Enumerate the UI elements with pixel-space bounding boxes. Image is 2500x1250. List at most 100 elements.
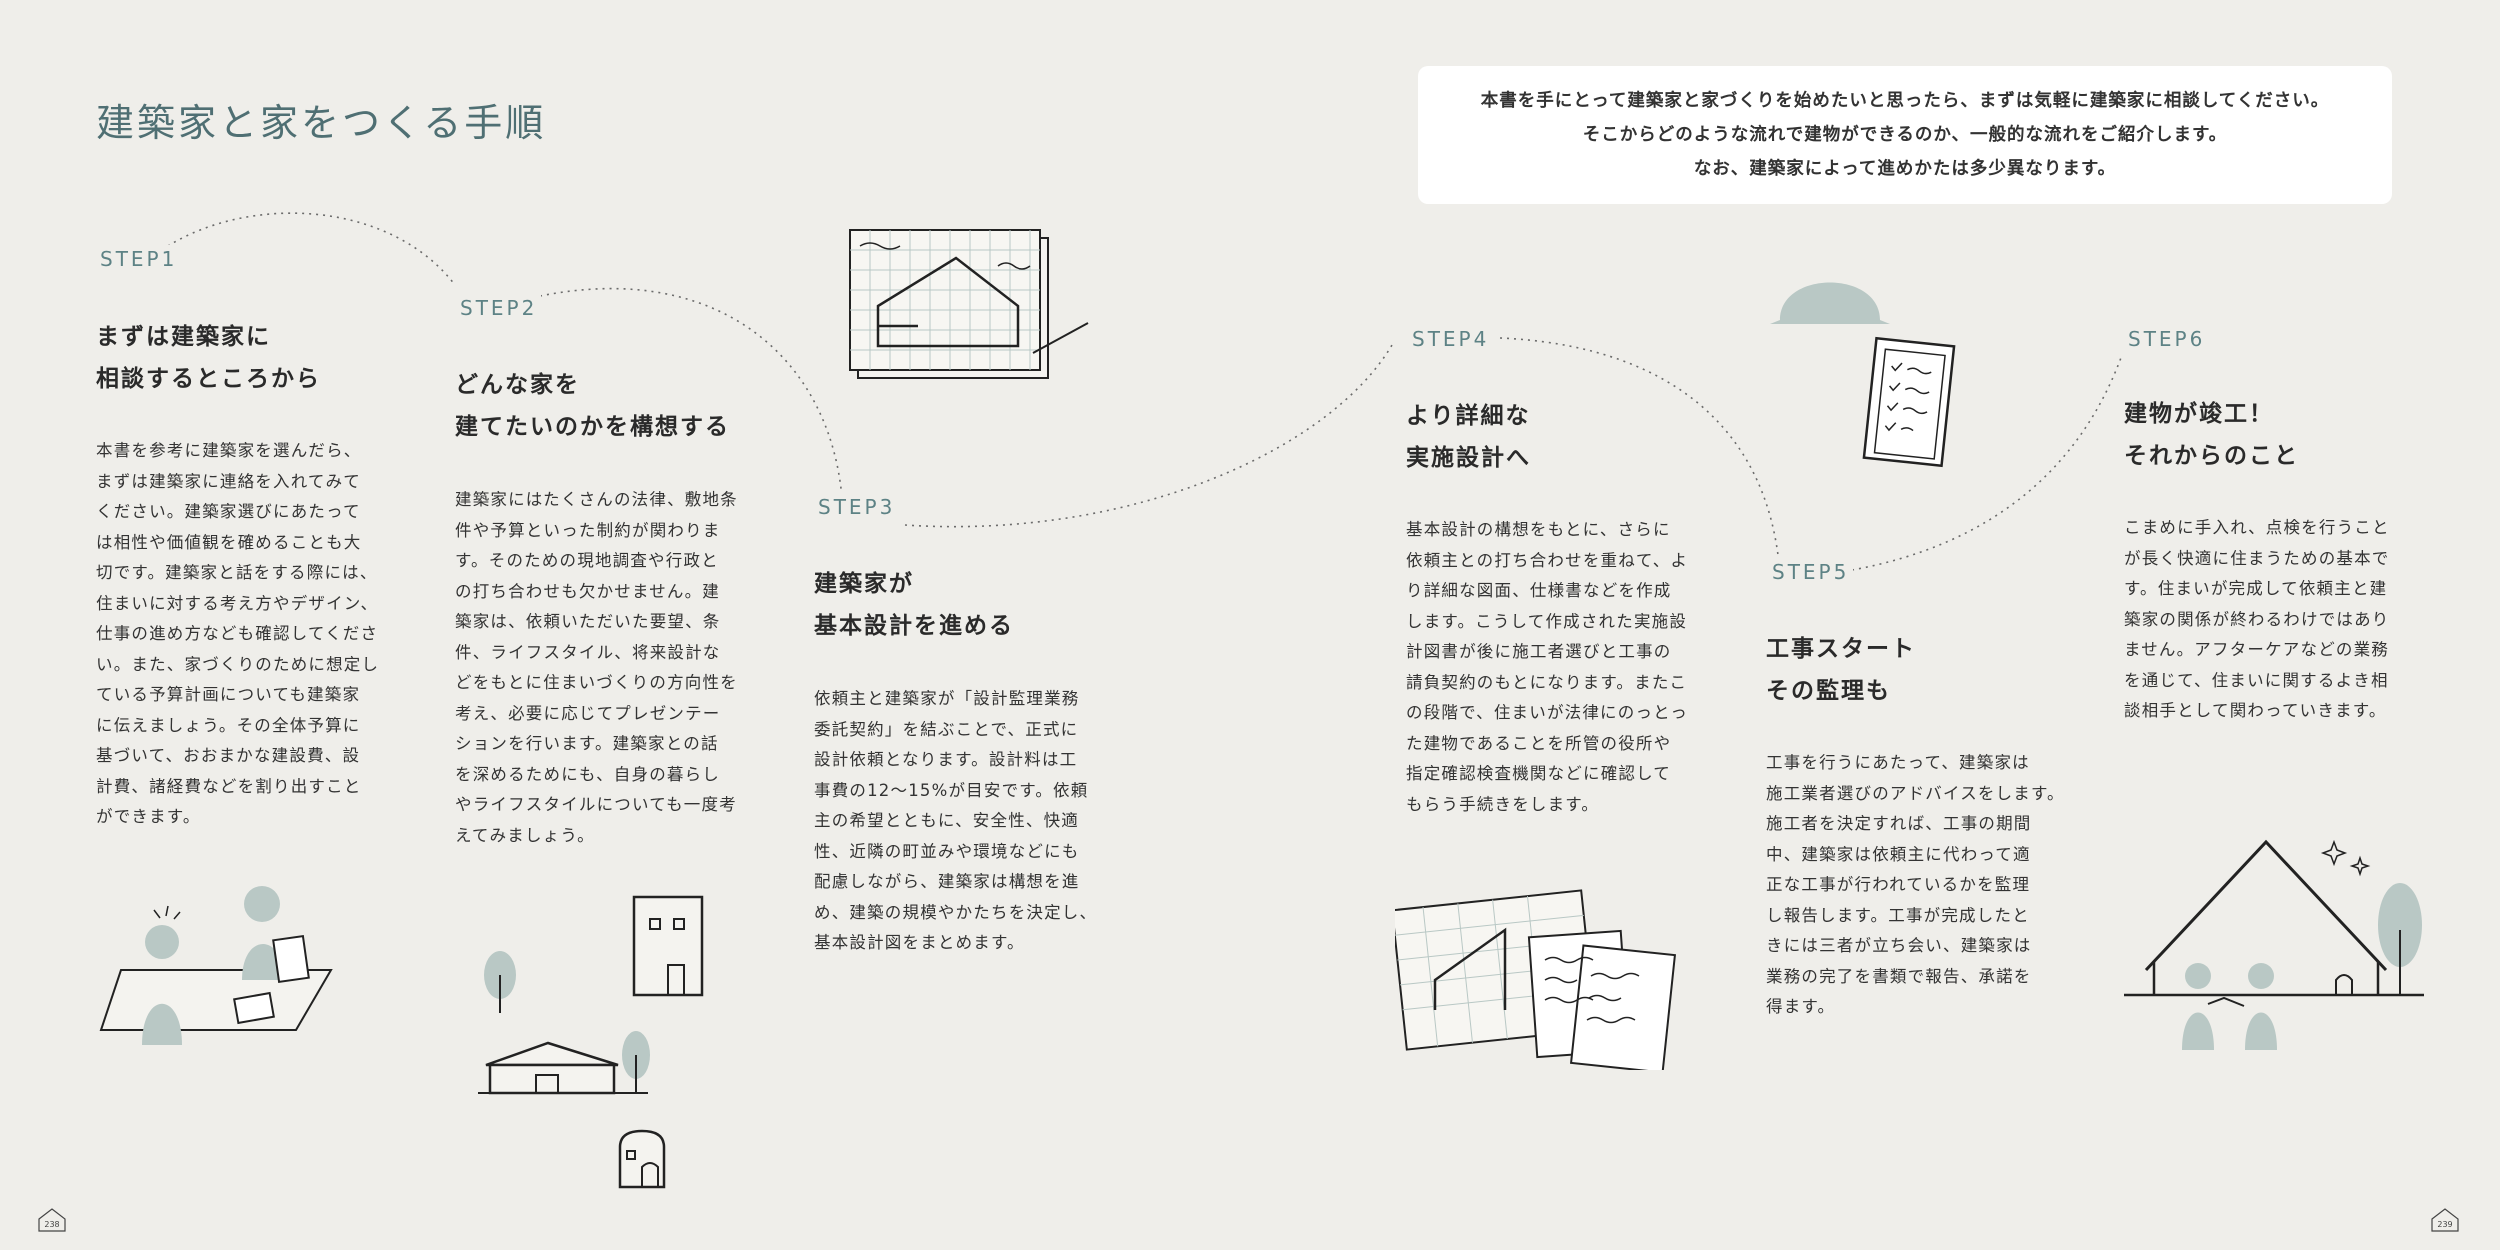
step2-body-line: えてみましょう。 <box>455 825 595 845</box>
step6-body-line: が長く快適に住まうための基本で <box>2124 548 2390 568</box>
step5-body-line: きには三者が立ち会い、建築家は <box>1766 936 2032 955</box>
consultation-illustration <box>99 886 333 1045</box>
step4-body-line: 基本設計の構想をもとに、さらに <box>1406 520 1671 539</box>
step6-title-line: それからのこと <box>2124 443 2299 469</box>
helmet-checklist-illustration <box>1770 282 1956 468</box>
step1-title: まずは建築家に 相談するところから <box>96 316 321 400</box>
step6-body-line: 談相手として関わっていきます。 <box>2124 701 2387 720</box>
step1-body-line: 基づいて、おおまかな建設費、設 <box>96 746 361 765</box>
step3-label: STEP3 <box>814 493 900 521</box>
basic-design-drawing-illustration <box>849 229 1089 379</box>
step3-body-line: め、建築の規模やかたちを決定し、 <box>814 902 1098 922</box>
page-number-left-text: 238 <box>44 1220 59 1229</box>
step4-body-line: 依頼主との打ち合わせを重ねて、よ <box>1406 550 1689 570</box>
step5-body-line: し報告します。工事が完成したと <box>1766 905 2030 925</box>
step1-title-line: まずは建築家に <box>96 324 271 350</box>
step4-body-line: 計図書が後に施工者選びと工事の <box>1406 642 1672 661</box>
step5-body-line: 中、建築家は依頼主に代わって適 <box>1766 844 2031 864</box>
step1-body-line: 住まいに対する考え方やデザイン、 <box>96 593 379 613</box>
step6-body-line: 築家の関係が終わるわけではあり <box>2124 609 2390 629</box>
completed-house-illustration <box>2124 839 2424 1050</box>
step3-body-line: 設計依頼となります。設計料は工 <box>814 750 1078 769</box>
step1-body-line: 本書を参考に建築家を選んだら、 <box>96 441 362 460</box>
step5-body-line: 工事を行うにあたって、建築家は <box>1766 753 2030 772</box>
house-icon: 239 <box>2431 1208 2459 1232</box>
step1-label: STEP1 <box>96 245 182 273</box>
step4-body-line: の段階で、住まいが法律にのっとっ <box>1406 703 1689 722</box>
step2-body-line: 築家は、依頼いただいた要望、条 <box>455 612 721 631</box>
step4-body-line: 指定確認検査機関などに確認して <box>1406 764 1672 783</box>
step1-body-line: 計費、諸経費などを割り出すこと <box>96 776 362 796</box>
page-number-left: 238 <box>37 1207 67 1236</box>
step5-title-line: その監理も <box>1766 678 1891 704</box>
step4-label: STEP4 <box>1408 325 1494 353</box>
step5-body-line: 正な工事が行われているかを監理 <box>1766 875 2031 894</box>
step6-body-line: を通じて、住まいに関するよき相 <box>2124 670 2389 690</box>
step3-title-line: 建築家が <box>814 571 914 597</box>
intro-line: 本書を手にとって建築家と家づくりを始めたいと思ったら、まずは気軽に建築家に相談し… <box>1480 91 2330 111</box>
step4-body-line: た建物であることを所管の役所や <box>1406 733 1672 753</box>
step5-body-line: 業務の完了を書類で報告、承諾を <box>1766 966 2032 986</box>
step2-body-line: 件や予算といった制約が関わりま <box>455 520 721 540</box>
step3-body-line: 委託契約」を結ぶことで、正式に <box>814 719 1079 739</box>
step6-body-line: ません。アフターケアなどの業務 <box>2124 640 2390 659</box>
step5-body-line: 施工業者選びのアドバイスをします。 <box>1766 783 2065 803</box>
step3-body-line: 基本設計図をまとめます。 <box>814 933 1025 952</box>
step2-label: STEP2 <box>456 294 542 322</box>
step4-title-line: 実施設計へ <box>1406 445 1531 471</box>
step1-body-line: い。また、家づくりのために想定し <box>96 654 380 674</box>
step5-body-line: 施工者を決定すれば、工事の期間 <box>1766 814 2032 833</box>
step4-body: 基本設計の構想をもとに、さらに 依頼主との打ち合わせを重ねて、よ り詳細な図面、… <box>1406 515 1688 820</box>
step5-body: 工事を行うにあたって、建築家は 施工業者選びのアドバイスをします。 施工者を決定… <box>1766 748 2065 1023</box>
step2-body-line: 考え、必要に応じてプレゼンテー <box>455 703 721 723</box>
step1-body-line: ができます。 <box>96 807 201 826</box>
step2-title-line: どんな家を <box>455 372 580 398</box>
step2-body-line: を深めるためにも、自身の暮らし <box>455 764 721 784</box>
step2-body: 建築家にはたくさんの法律、敷地条 件や予算といった制約が関わりま す。そのための… <box>455 485 738 851</box>
page-number-right: 239 <box>2430 1207 2460 1236</box>
step6-body: こまめに手入れ、点検を行うこと が長く快適に住まうための基本で す。住まいが完成… <box>2124 513 2390 727</box>
step5-body-line: 得ます。 <box>1766 997 1836 1016</box>
step2-title: どんな家を 建てたいのかを構想する <box>455 364 730 448</box>
step3-body-line: 性、近隣の町並みや環境などにも <box>814 841 1080 861</box>
page-title: 建築家と家をつくる手順 <box>96 101 547 145</box>
intro-line: そこからどのような流れで建物ができるのか、一般的な流れをご紹介します。 <box>1582 125 2228 145</box>
step5-title-line: 工事スタート <box>1766 636 1916 662</box>
page-number-right-text: 239 <box>2437 1220 2452 1229</box>
step3-body-line: 事費の12〜15%が目安です。依頼 <box>814 780 1089 800</box>
step3-body-line: 依頼主と建築家が「設計監理業務 <box>814 689 1080 708</box>
step4-body-line: します。こうして作成された実施設 <box>1406 611 1688 631</box>
step2-body-line: やライフスタイルについても一度考 <box>455 795 737 814</box>
step2-body-line: どをもとに住まいづくりの方向性を <box>455 673 738 692</box>
step1-body-line: 仕事の進め方なども確認してくださ <box>96 624 379 643</box>
step4-title-line: より詳細な <box>1406 403 1531 429</box>
step2-body-line: ションを行います。建築家との話 <box>455 734 719 753</box>
step1-body: 本書を参考に建築家を選んだら、 まずは建築家に連絡を入れてみて ください。建築家… <box>96 436 379 833</box>
step5-title: 工事スタート その監理も <box>1766 628 1916 712</box>
step6-body-line: す。住まいが完成して依頼主と建 <box>2124 579 2388 598</box>
step1-body-line: ください。建築家選びにあたって <box>96 502 361 521</box>
step3-title: 建築家が 基本設計を進める <box>814 563 1014 647</box>
step6-label: STEP6 <box>2124 325 2210 353</box>
intro-line: なお、建築家によって進めかたは多少異なります。 <box>1693 159 2117 179</box>
step1-body-line: は相性や価値観を確めることも大 <box>96 532 362 552</box>
step4-body-line: り詳細な図面、仕様書などを作成 <box>1406 581 1672 600</box>
step6-title: 建物が竣工！ それからのこと <box>2124 393 2299 477</box>
step1-body-line: まずは建築家に連絡を入れてみて <box>96 471 362 491</box>
working-drawings-illustration <box>1395 889 1677 1070</box>
step1-body-line: に伝えましょう。その全体予算に <box>96 715 361 735</box>
step3-body-line: 配慮しながら、建築家は構想を進 <box>814 872 1080 891</box>
step2-body-line: の打ち合わせも欠かせません。建 <box>455 581 721 601</box>
step3-body-line: 主の希望とともに、安全性、快適 <box>814 811 1080 830</box>
step2-body-line: 建築家にはたくさんの法律、敷地条 <box>455 490 738 509</box>
step4-title: より詳細な 実施設計へ <box>1406 395 1531 479</box>
step5-label: STEP5 <box>1768 558 1854 586</box>
step3-title-line: 基本設計を進める <box>814 613 1014 639</box>
step1-body-line: 切です。建築家と話をする際には、 <box>96 563 378 582</box>
step2-body-line: す。そのための現地調査や行政と <box>455 551 719 570</box>
step2-body-line: 件、ライフスタイル、将来設計な <box>455 642 721 662</box>
intro-box: 本書を手にとって建築家と家づくりを始めたいと思ったら、まずは気軽に建築家に相談し… <box>1418 66 2392 204</box>
step6-title-line: 建物が竣工！ <box>2124 401 2274 427</box>
step6-body-line: こまめに手入れ、点検を行うこと <box>2124 518 2390 537</box>
